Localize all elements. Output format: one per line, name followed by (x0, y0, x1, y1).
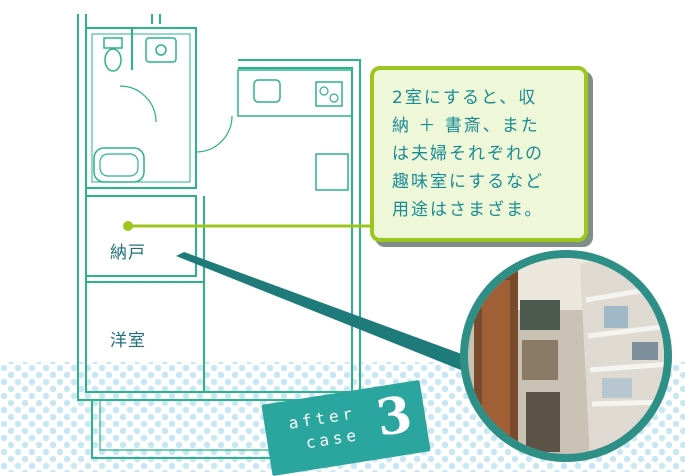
stove-burner-1 (319, 86, 329, 96)
callout-line: 2室にすると、収 (392, 88, 538, 108)
kitchen-counter (237, 69, 353, 117)
bathtub-inner (99, 153, 139, 177)
kitchen-sink (253, 79, 281, 103)
fridge (315, 153, 349, 191)
callout-line: 納 ＋ 書斎、また (392, 116, 540, 136)
door-swing-bath (119, 85, 157, 123)
room-label-storage: 納戸 (110, 243, 146, 263)
toilet-bowl (104, 48, 122, 72)
callout-line: は夫婦それぞれの (392, 144, 544, 164)
wall-top-stub (151, 14, 161, 24)
callout-line: 用途はさまざま。 (392, 200, 544, 220)
bathtub (93, 147, 145, 183)
stove (315, 81, 343, 107)
storage-marker-dot (123, 221, 133, 231)
room-label-western: 洋室 (110, 331, 146, 351)
stove-burner-2 (329, 93, 339, 103)
badge-case-number: 3 (372, 383, 416, 448)
callout-line: 趣味室にするなど (392, 172, 545, 192)
toilet-tank (103, 37, 123, 49)
wet-area (85, 27, 197, 189)
storage-room-walls (85, 195, 197, 277)
wet-area-inner (91, 33, 191, 183)
photo-pointer (176, 252, 478, 372)
floor-plan (77, 14, 361, 459)
entrance-door (195, 115, 233, 153)
callout-box: 2室にすると、収 納 ＋ 書斎、また は夫婦それぞれの 趣味室にするなど 用途は… (370, 66, 588, 242)
washbasin-drain (155, 44, 167, 56)
washbasin (145, 37, 177, 63)
storage-photo (460, 250, 672, 462)
